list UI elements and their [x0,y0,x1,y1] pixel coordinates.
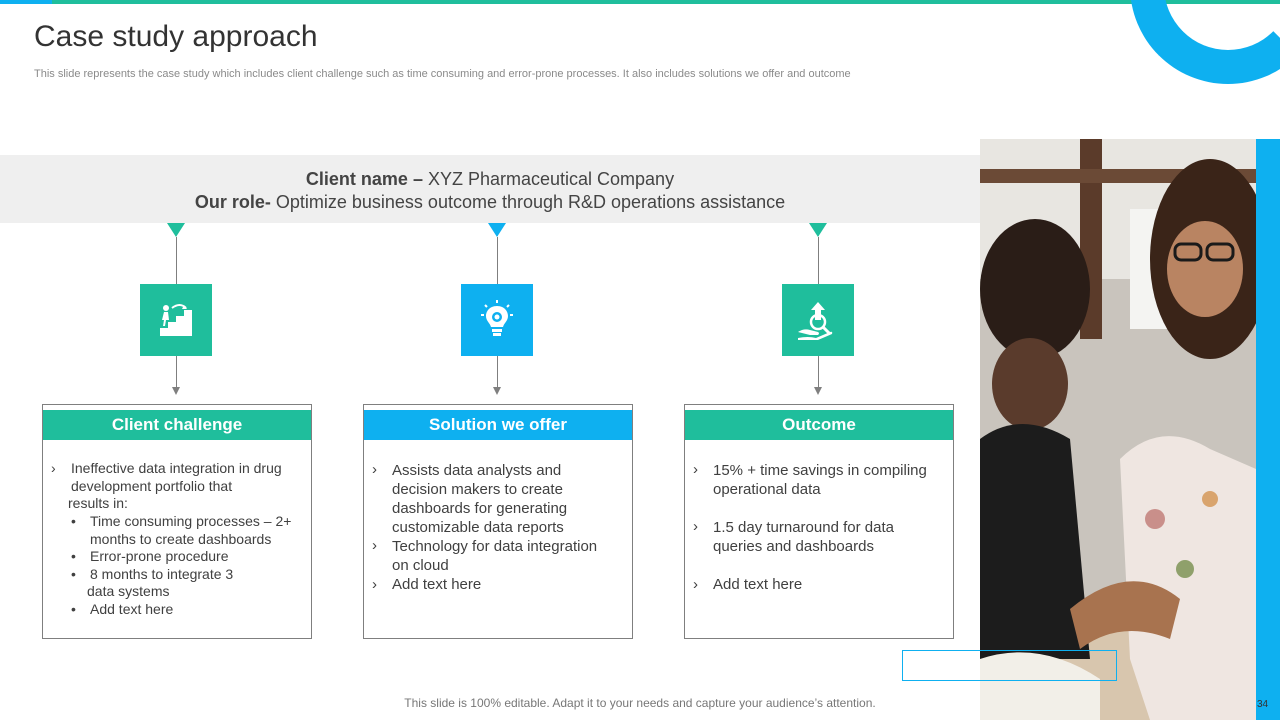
client-name-value: XYZ Pharmaceutical Company [422,169,675,189]
hand-growth-icon [782,284,854,356]
outcome-item-1-line: 15% + time savings in compiling [713,462,927,479]
connector-line-2-top [497,237,498,284]
chevron-right-icon: › [693,518,698,535]
solution-card: Solution we offer › Assists data analyst… [363,404,633,639]
bullet-dot-icon: • [71,601,76,617]
solution-item-2-line: Technology for data integration [392,538,598,555]
solution-item-1-line: dashboards for generating [392,500,568,517]
connector-arrow-3 [814,387,822,395]
client-name-label: Client name – [305,169,423,189]
connector-line-2-bottom [497,356,498,388]
client-challenge-heading: Client challenge [43,410,311,440]
solution-item-3: Add text here [392,576,482,593]
chevron-right-icon: › [51,460,56,476]
client-challenge-card: Client challenge › Ineffective data inte… [42,404,312,639]
challenge-intro-text: Ineffective data integration in drug [71,460,282,476]
challenge-intro-text-2: development portfolio that [71,478,233,494]
challenge-bullet: data systems [87,583,170,599]
students-photo [980,139,1256,720]
our-role-line: Our role- Optimize business outcome thro… [0,191,980,214]
outcome-heading: Outcome [685,410,953,440]
solution-item-1: Assists data analysts and decision maker… [392,461,567,537]
lightbulb-gear-icon [461,284,533,356]
slide-title: Case study approach [34,20,318,53]
slide-footer: This slide is 100% editable. Adapt it to… [404,696,876,710]
chevron-right-icon: › [693,461,698,478]
outcome-card: Outcome › 15% + time savings in compilin… [684,404,954,639]
solution-item-1-line: decision makers to create [392,481,563,498]
stairs-growth-icon [140,284,212,356]
connector-triangle-1 [167,223,185,237]
corner-arc-decoration [1130,0,1280,84]
bullet-dot-icon: • [71,513,76,529]
challenge-bullet: 8 months to integrate 3 [90,566,234,582]
our-role-label: Our role- [194,192,271,212]
outcome-item-1-line: operational data [713,481,821,498]
solution-item-1-line: customizable data reports [392,519,564,536]
outline-rectangle [902,650,1117,681]
connector-arrow-2 [493,387,501,395]
client-name-line: Client name – XYZ Pharmaceutical Company [0,168,980,191]
connector-triangle-2 [488,223,506,237]
chevron-right-icon: › [372,576,377,593]
chevron-right-icon: › [693,576,698,593]
challenge-intro-text-3: results in: [68,495,128,511]
challenge-bullet: months to create dashboards [90,531,272,547]
bullet-dot-icon: • [71,566,76,582]
chevron-right-icon: › [372,537,377,554]
connector-arrow-1 [172,387,180,395]
connector-line-3-bottom [818,356,819,388]
solution-item-2-line: on cloud [392,557,449,574]
challenge-bullet: Error-prone procedure [90,548,229,564]
solution-item-1-line: Assists data analysts and [392,462,562,479]
challenge-intro-line: › Ineffective data integration in drug [51,460,282,476]
challenge-bullet: Time consuming processes – 2+ [90,513,292,529]
connector-line-1-top [176,237,177,284]
connector-line-1-bottom [176,356,177,388]
side-accent-stripe [1256,139,1280,720]
outcome-item-3: Add text here [713,576,803,593]
client-banner: Client name – XYZ Pharmaceutical Company… [0,155,980,223]
outcome-item-2-line: queries and dashboards [713,538,874,555]
outcome-item-1: 15% + time savings in compiling operatio… [713,461,927,499]
outcome-item-2: 1.5 day turnaround for data queries and … [713,518,894,556]
our-role-value: Optimize business outcome through R&D op… [270,192,786,212]
top-accent-bar-left [0,0,52,4]
chevron-right-icon: › [372,461,377,478]
solution-heading: Solution we offer [364,410,632,440]
connector-triangle-3 [809,223,827,237]
slide-subtitle: This slide represents the case study whi… [34,68,851,80]
challenge-bullet: Add text here [90,601,174,617]
top-accent-bar [0,0,1280,4]
page-number: 34 [1257,699,1269,710]
bullet-dot-icon: • [71,548,76,564]
outcome-item-2-line: 1.5 day turnaround for data [713,519,894,536]
connector-line-3-top [818,237,819,284]
solution-item-2: Technology for data integration on cloud [392,537,597,575]
